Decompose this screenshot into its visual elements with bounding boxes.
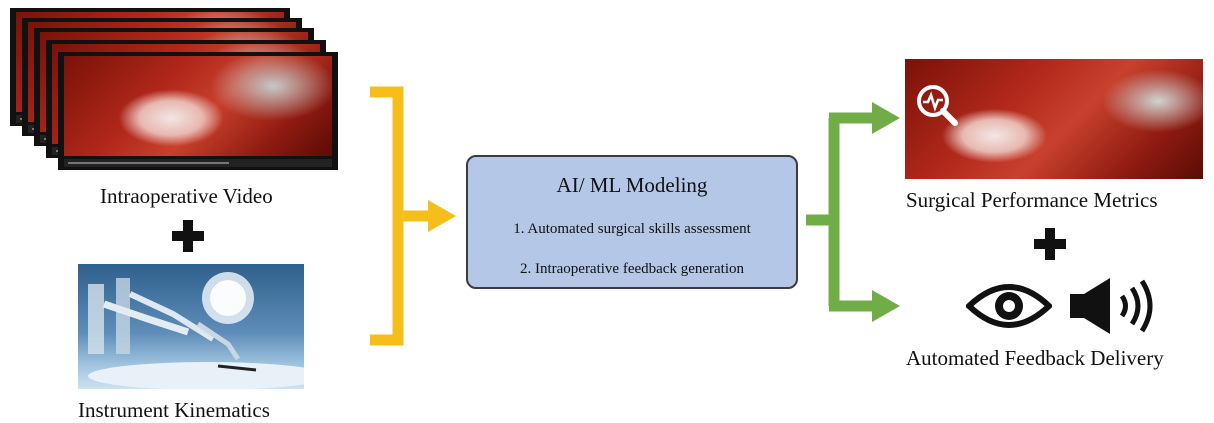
video-frame bbox=[58, 52, 338, 170]
eye-icon bbox=[966, 284, 1052, 328]
surgical-video-frame bbox=[905, 59, 1203, 179]
model-task-item: 2. Intraoperative feedback generation bbox=[519, 261, 745, 277]
plus-icon bbox=[172, 220, 204, 252]
magnifier-pulse-icon bbox=[917, 85, 958, 126]
speaker-icon bbox=[1070, 278, 1153, 334]
input-merge-bracket bbox=[370, 86, 456, 346]
ai-ml-modeling-title: AI/ ML Modeling bbox=[556, 173, 708, 197]
automated-feedback-delivery-label: Automated Feedback Delivery bbox=[906, 346, 1164, 370]
plus-icon bbox=[1034, 228, 1066, 260]
surgical-performance-metrics-label: Surgical Performance Metrics bbox=[906, 188, 1158, 212]
model-task-item: 1. Automated surgical skills assessment bbox=[513, 221, 751, 237]
surgical-robot-image bbox=[78, 264, 304, 389]
instrument-kinematics-label: Instrument Kinematics bbox=[78, 398, 270, 422]
ai-ml-modeling-box: AI/ ML Modeling 1. Automated surgical sk… bbox=[466, 155, 798, 289]
intraoperative-video-label: Intraoperative Video bbox=[100, 184, 273, 208]
output-split-bracket bbox=[806, 102, 900, 322]
